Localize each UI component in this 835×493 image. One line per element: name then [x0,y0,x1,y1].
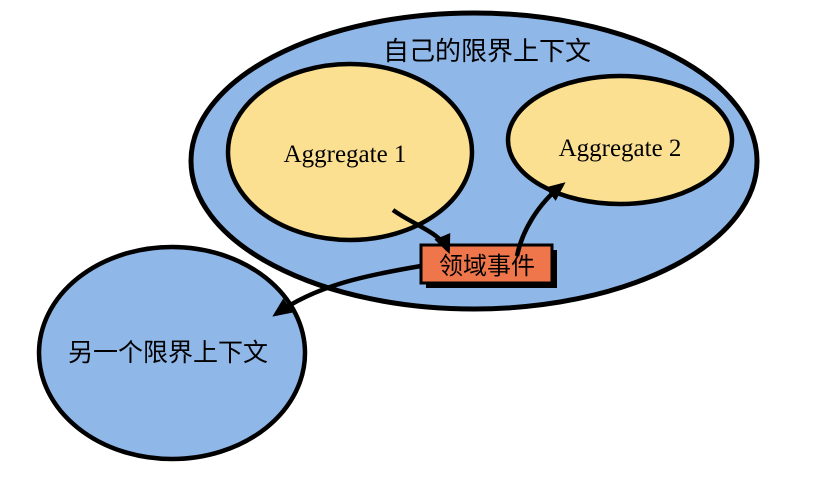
domain-event-label: 领域事件 [439,253,535,280]
arrow-event-to-other-context [272,263,422,317]
other-bounded-context-label: 另一个限界上下文 [68,339,268,367]
arrow-event-to-aggregate2 [514,182,566,257]
aggregate2-label: Aggregate 2 [559,135,682,162]
arrow-aggregate1-to-event [391,208,451,255]
aggregate1-label: Aggregate 1 [284,141,407,168]
aggregate2-ellipse [505,73,735,207]
aggregate1-ellipse [225,61,475,243]
other-bounded-context-ellipse [36,244,308,462]
own-bounded-context-label: 自己的限界上下文 [383,37,591,66]
